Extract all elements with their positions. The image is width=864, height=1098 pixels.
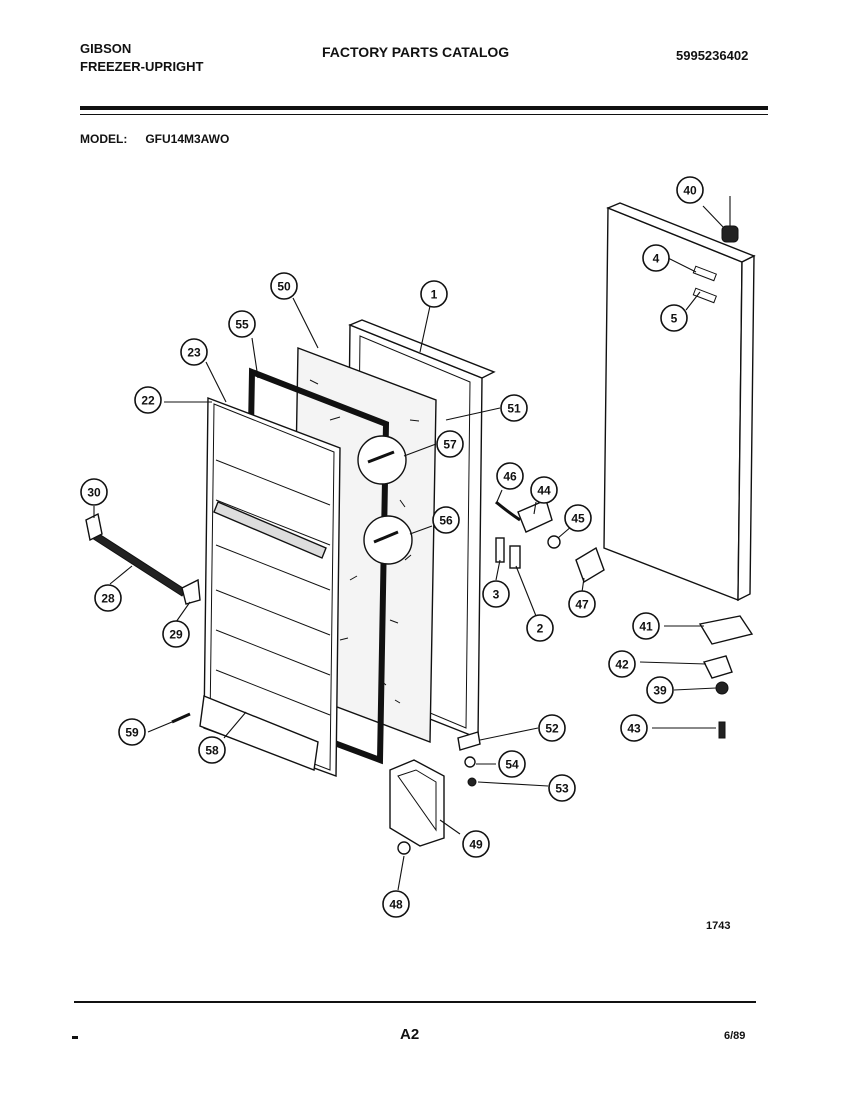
- callout-label: 4: [653, 252, 660, 266]
- callout-label: 50: [277, 280, 291, 294]
- callout-label: 51: [507, 402, 521, 416]
- callout-51: 51: [500, 394, 528, 422]
- callout-5: 5: [660, 304, 688, 332]
- handle-assembly: [495, 499, 605, 584]
- revision-date: 6/89: [724, 1030, 746, 1042]
- callout-57: 57: [436, 430, 464, 458]
- callout-label: 46: [503, 470, 517, 484]
- callout-label: 28: [101, 592, 115, 606]
- model-number: GFU14M3AWO: [145, 132, 230, 146]
- callout-59: 59: [118, 718, 146, 746]
- drawing-number: 1743: [706, 920, 731, 932]
- callout-label: 48: [389, 898, 403, 912]
- callout-47: 47: [568, 590, 596, 618]
- footer-mark: [72, 1036, 78, 1039]
- callout-3: 3: [482, 580, 510, 608]
- callout-label: 1: [431, 288, 438, 302]
- callout-22: 22: [134, 386, 162, 414]
- callout-label: 57: [443, 438, 457, 452]
- callout-39: 39: [646, 676, 674, 704]
- callout-label: 41: [639, 620, 653, 634]
- bottom-door-trim: [199, 695, 319, 771]
- callout-label: 29: [169, 628, 183, 642]
- callout-leaders: [93, 205, 725, 891]
- callout-label: 22: [141, 394, 155, 408]
- callout-48: 48: [382, 890, 410, 918]
- callout-45: 45: [564, 504, 592, 532]
- header-rule-thin: [80, 114, 768, 115]
- callout-label: 42: [615, 658, 629, 672]
- callout-label: 30: [87, 486, 101, 500]
- shelf-retainer-bar: [85, 512, 201, 605]
- callout-29: 29: [162, 620, 190, 648]
- callout-40: 40: [676, 176, 704, 204]
- bottom-bracket: [389, 759, 445, 847]
- callout-23: 23: [180, 338, 208, 366]
- detail-magnifier-57: [357, 435, 407, 485]
- catalog-number: 5995236402: [676, 48, 749, 63]
- model-label: MODEL:: [80, 132, 128, 146]
- top-hinge-bolt: [721, 196, 739, 243]
- catalog-title: FACTORY PARTS CATALOG: [322, 44, 510, 60]
- callout-label: 56: [439, 514, 453, 528]
- bottom-hinge-assembly: [698, 615, 754, 739]
- callout-41: 41: [632, 612, 660, 640]
- callout-label: 49: [469, 838, 483, 852]
- callout-label: 53: [555, 782, 569, 796]
- callout-56: 56: [432, 506, 460, 534]
- model-line: MODEL: GFU14M3AWO: [80, 132, 229, 146]
- callout-1: 1: [420, 280, 448, 308]
- footer-rule: [74, 1001, 756, 1003]
- callout-4: 4: [642, 244, 670, 272]
- callout-49: 49: [462, 830, 490, 858]
- callout-label: 47: [575, 598, 589, 612]
- callout-58: 58: [198, 736, 226, 764]
- page-number: A2: [400, 1026, 420, 1043]
- callout-30: 30: [80, 478, 108, 506]
- callout-44: 44: [530, 476, 558, 504]
- callout-label: 52: [545, 722, 559, 736]
- callout-55: 55: [228, 310, 256, 338]
- callout-label: 43: [627, 722, 641, 736]
- callout-label: 5: [671, 312, 678, 326]
- callout-label: 2: [537, 622, 544, 636]
- callout-42: 42: [608, 650, 636, 678]
- callout-46: 46: [496, 462, 524, 490]
- callout-label: 40: [683, 184, 697, 198]
- callout-label: 55: [235, 318, 249, 332]
- callout-label: 45: [571, 512, 585, 526]
- header-rule: [80, 106, 768, 110]
- callout-54: 54: [498, 750, 526, 778]
- outer-door-panel: [603, 202, 756, 602]
- callout-2: 2: [526, 614, 554, 642]
- brand-name: GIBSON: [80, 41, 132, 56]
- callout-label: 39: [653, 684, 667, 698]
- inner-door-liner: [203, 396, 341, 777]
- callout-52: 52: [538, 714, 566, 742]
- detail-magnifier-56: [363, 515, 413, 565]
- callout-label: 54: [505, 758, 519, 772]
- callout-label: 23: [187, 346, 201, 360]
- callout-50: 50: [270, 272, 298, 300]
- callout-label: 59: [125, 726, 139, 740]
- callout-label: 3: [493, 588, 500, 602]
- callout-43: 43: [620, 714, 648, 742]
- callout-53: 53: [548, 774, 576, 802]
- callout-28: 28: [94, 584, 122, 612]
- callout-label: 44: [537, 484, 551, 498]
- brand-block: GIBSON FREEZER-UPRIGHT: [80, 40, 204, 76]
- small-hardware: [171, 712, 481, 855]
- product-type: FREEZER-UPRIGHT: [80, 59, 204, 74]
- callout-label: 58: [205, 744, 219, 758]
